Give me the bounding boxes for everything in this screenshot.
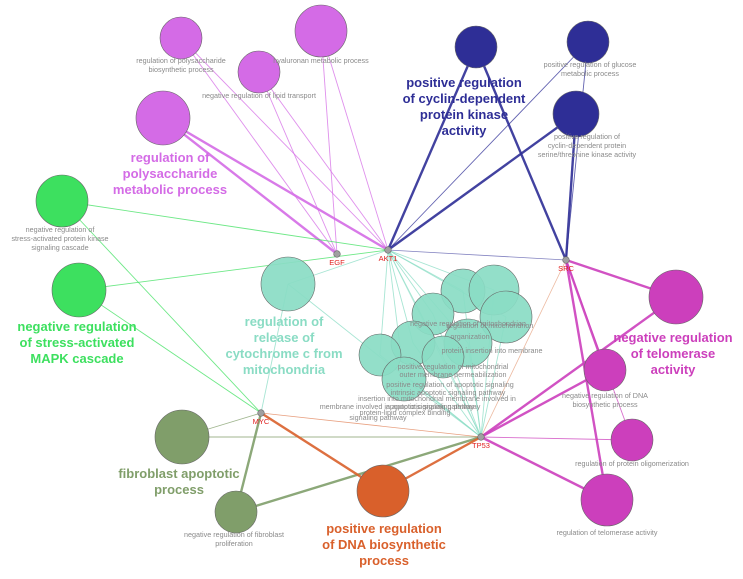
term-node-t17[interactable] [421,335,465,379]
cluster-label-c1: regulation of mitochondrion [447,321,534,330]
edge-t4-akt1 [162,116,389,252]
edge-t8-myc [61,200,262,414]
cluster-label-c8: intrinsic apoptotic signaling pathway [391,388,506,397]
term-node-t20[interactable] [648,269,704,325]
edge-t2-egf [320,30,338,255]
edge-t1-akt1 [180,37,389,251]
edge-t20-tp53 [480,296,677,438]
term-node-t23[interactable] [580,473,634,527]
gene-label-tp53: TP53 [472,441,490,450]
edge-t6-akt1 [387,41,589,251]
gene-node-src[interactable] [562,256,570,264]
edge-t7-src [564,113,578,261]
gene-label-myc: MYC [253,417,270,426]
term-node-t25[interactable] [214,490,258,534]
term-node-t2[interactable] [294,4,348,58]
cluster-label-c2: negative regulation of mitochondrion [410,319,526,328]
term-label-t2: hyaluronan metabolic process [273,56,369,65]
term-node-t9[interactable] [51,262,107,318]
cluster-label-c4: protein insertion into membrane [441,346,542,355]
cluster-label-c7: positive regulation of apoptotic signali… [386,380,513,389]
edge-t3-egf [258,71,338,255]
term-node-layer [35,4,704,534]
gene-node-myc[interactable] [257,409,265,417]
edge-src-tp53 [480,259,567,438]
edge-t7-akt1 [387,113,577,251]
edge-t21-tp53 [480,368,606,439]
edge-layer [61,30,677,514]
cluster-label-c12: protein-lipid complex binding [359,408,450,417]
term-node-t4[interactable] [135,90,191,146]
cluster-label-c13: signaling pathway [349,413,407,422]
edge-akt1-src [387,249,567,261]
term-node-t24[interactable] [154,409,210,465]
edge-t5-akt1 [386,46,478,251]
gene-node-akt1[interactable] [384,246,392,254]
term-node-t1[interactable] [159,16,203,60]
gene-label-src: SRC [558,264,574,273]
edge-myc-tp53 [260,412,482,438]
edge-t1-egf [180,37,338,255]
term-label-t23: regulation of telomerase activity [556,528,657,537]
term-node-t22[interactable] [610,418,654,462]
gene-label-egf: EGF [329,258,345,267]
term-node-t21[interactable] [583,348,627,392]
cluster-label-c11: membrane involved in apoptotic signaling… [320,402,481,411]
gene-node-egf[interactable] [333,250,341,258]
term-label-t22: regulation of protein oligomerization [575,459,689,468]
term-node-t6[interactable] [566,20,610,64]
gene-label-akt1: AKT1 [379,254,398,263]
term-node-t5[interactable] [454,25,498,69]
edge-t22-tp53 [480,436,633,441]
edge-t9-myc [78,289,262,414]
cluster-label-c9: insertion into mitochondrial membrane in… [358,394,516,403]
term-node-t3[interactable] [237,50,281,94]
term-node-t13[interactable] [479,290,533,344]
cluster-label-c5: positive regulation of mitochondrial [398,362,509,371]
term-node-t8[interactable] [35,174,89,228]
edge-t14-tp53 [432,313,482,438]
edge-t3-akt1 [258,71,389,251]
edge-t9-akt1 [78,249,389,291]
term-node-t10[interactable] [260,256,316,312]
cluster-label-c6: outer membrane permeabilization [399,370,506,379]
edge-t4-egf [162,117,338,255]
gene-node-tp53[interactable] [477,433,485,441]
cluster-label-c10: apoptotic signaling pathway [386,402,475,411]
term-node-t19[interactable] [381,356,427,402]
edge-t2-akt1 [320,30,389,251]
term-node-t26[interactable] [356,464,410,518]
term-node-t7[interactable] [552,90,600,138]
term-label-t3: negative regulation of lipid transport [202,91,316,100]
edge-t8-akt1 [61,200,389,251]
cluster-label-c3: organization [450,332,489,341]
